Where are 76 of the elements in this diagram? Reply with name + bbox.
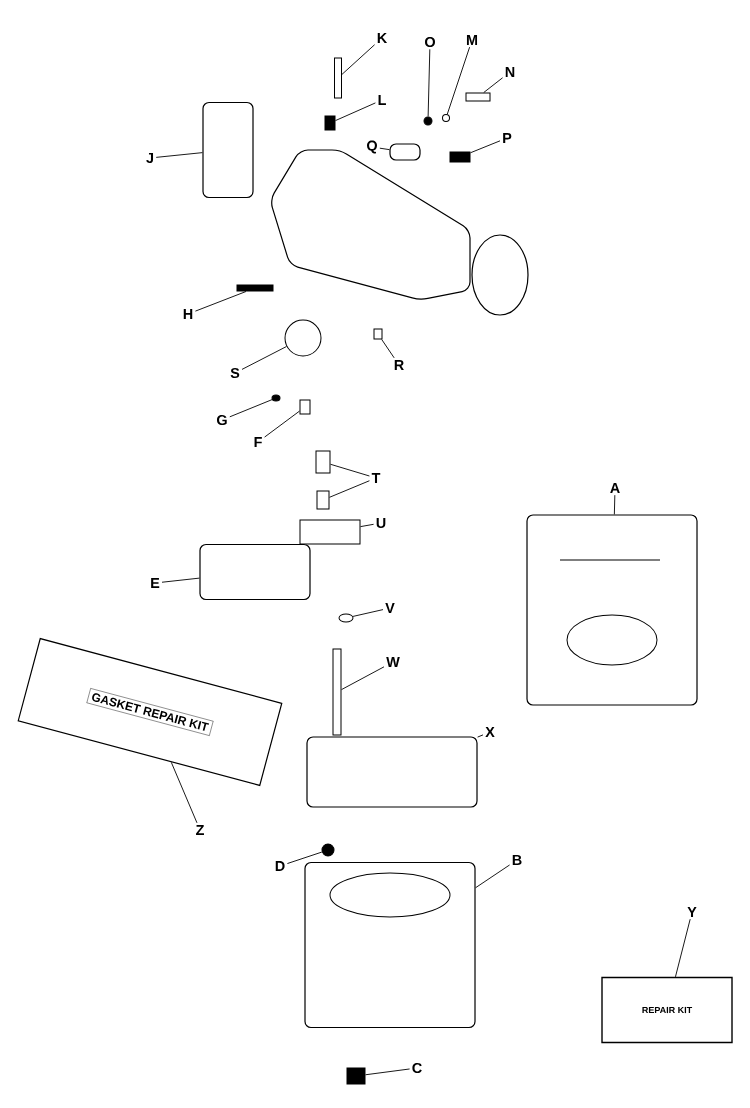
leader-line bbox=[675, 918, 691, 978]
leader-line bbox=[365, 1068, 411, 1076]
leader-line bbox=[335, 102, 376, 121]
callout-letter: Y bbox=[687, 907, 697, 917]
callout-letter: J bbox=[146, 152, 153, 164]
spring-drawing bbox=[324, 115, 336, 131]
leader-line bbox=[229, 399, 273, 418]
screw-drawing bbox=[271, 394, 281, 402]
callout-letter: T bbox=[371, 473, 381, 483]
leader-line bbox=[470, 140, 501, 154]
washer-drawing bbox=[442, 114, 450, 122]
gasket-drawing bbox=[202, 101, 254, 199]
leader-line bbox=[483, 77, 504, 93]
callout-letter: Z bbox=[196, 825, 204, 835]
callout-letter: D bbox=[275, 861, 285, 871]
carburetor-drawing bbox=[526, 514, 698, 706]
spring-drawing bbox=[449, 151, 471, 163]
leader-line bbox=[194, 291, 247, 312]
leader-line bbox=[446, 46, 471, 115]
leader-line bbox=[475, 864, 511, 889]
leader-line bbox=[477, 734, 484, 738]
gasket-drawing bbox=[306, 736, 478, 808]
screw-drawing bbox=[334, 57, 342, 99]
clip-drawing bbox=[373, 328, 383, 340]
callout-letter: P bbox=[503, 133, 512, 143]
callout-letter: L bbox=[378, 95, 386, 105]
spring-drawing bbox=[236, 284, 274, 292]
callout-letter: K bbox=[377, 33, 388, 43]
callout-letter: B bbox=[512, 855, 522, 865]
leader-line bbox=[161, 577, 200, 583]
choke-plate-drawing bbox=[284, 319, 322, 357]
leader-line bbox=[427, 48, 431, 117]
drain-plug-drawing bbox=[346, 1067, 366, 1085]
callout-letter: X bbox=[485, 727, 495, 737]
callout-letter: Q bbox=[367, 140, 377, 154]
callout-letter: W bbox=[386, 657, 400, 667]
callout-letter: A bbox=[610, 483, 620, 493]
callout-letter: S bbox=[230, 367, 240, 379]
leader-line bbox=[241, 346, 287, 370]
callout-letter: R bbox=[394, 360, 404, 370]
callout-letter: O bbox=[425, 36, 435, 48]
screw-drawing bbox=[321, 843, 335, 857]
needle-drawing bbox=[332, 648, 342, 736]
callout-letter: G bbox=[217, 414, 227, 426]
leader-line bbox=[360, 523, 375, 528]
screw-drawing bbox=[465, 92, 491, 102]
callout-letter: C bbox=[412, 1062, 422, 1074]
leader-line bbox=[352, 609, 384, 617]
clip-drawing bbox=[299, 399, 311, 415]
leader-line bbox=[264, 410, 300, 438]
float-drawing bbox=[199, 543, 311, 601]
callout-letter: U bbox=[376, 518, 386, 529]
leader-line bbox=[613, 494, 616, 515]
callout-letter: M bbox=[466, 35, 478, 45]
ball-drawing bbox=[423, 116, 433, 126]
leader-line bbox=[341, 44, 376, 75]
callout-letter: F bbox=[254, 437, 262, 447]
leader-line bbox=[381, 339, 395, 359]
callout-letter: E bbox=[151, 578, 160, 588]
jet-drawing bbox=[316, 490, 330, 510]
repair-kit-box: REPAIR KIT bbox=[601, 976, 733, 1044]
bracket-drawing bbox=[299, 519, 361, 545]
callout-letter: N bbox=[505, 67, 515, 77]
leader-line bbox=[170, 761, 198, 824]
float-bowl-drawing bbox=[304, 861, 476, 1029]
leader-line bbox=[286, 851, 323, 864]
leader-line bbox=[379, 147, 390, 151]
callout-letter: H bbox=[183, 309, 193, 319]
jet-drawing bbox=[315, 450, 331, 474]
washer-drawing bbox=[338, 613, 354, 623]
leader-line bbox=[330, 463, 370, 477]
leader-line bbox=[341, 666, 385, 691]
leader-line bbox=[155, 152, 203, 158]
clip-drawing bbox=[389, 143, 421, 161]
callout-letter: V bbox=[385, 603, 395, 613]
leader-line bbox=[329, 480, 370, 498]
